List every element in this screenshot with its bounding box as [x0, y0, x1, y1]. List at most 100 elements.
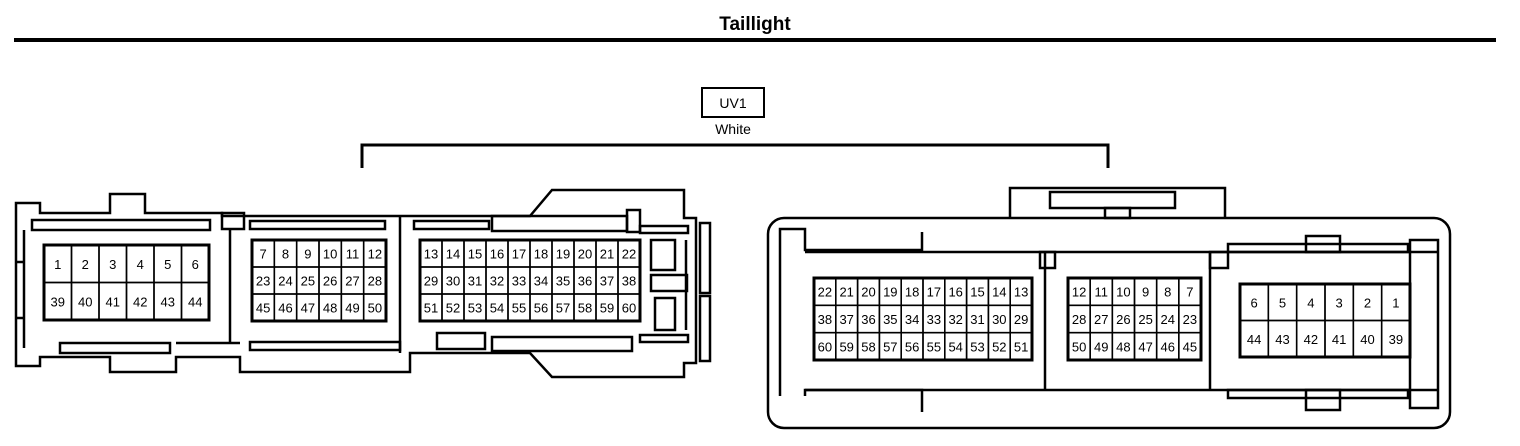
pin-number: 39 [51, 294, 65, 309]
pin-number: 30 [446, 274, 460, 289]
pin-number: 52 [446, 301, 460, 316]
pin-number: 41 [1332, 332, 1346, 347]
pin-number: 49 [1094, 339, 1108, 354]
pin-number: 34 [534, 274, 548, 289]
pin-number: 13 [1014, 285, 1028, 300]
pin-number: 5 [164, 257, 171, 272]
pin-number: 58 [861, 339, 875, 354]
pin-cell [617, 293, 641, 322]
pin-number: 19 [883, 285, 897, 300]
pin-cell [362, 293, 387, 322]
pin-number: 22 [818, 285, 832, 300]
pin-number: 33 [512, 274, 526, 289]
pin-number: 31 [970, 312, 984, 327]
pin-number: 8 [282, 247, 289, 262]
pin-number: 14 [446, 247, 460, 262]
connector-code-box [701, 87, 765, 118]
pin-number: 18 [534, 247, 548, 262]
pin-number: 47 [301, 301, 315, 316]
pin-number: 23 [1183, 312, 1197, 327]
pin-number: 3 [1336, 295, 1343, 310]
pin-number: 56 [534, 301, 548, 316]
pin-number: 54 [948, 339, 962, 354]
pin-number: 60 [622, 301, 636, 316]
pin-number: 24 [1161, 312, 1175, 327]
pin-number: 17 [927, 285, 941, 300]
connector-bracket [360, 143, 1110, 168]
pin-number: 37 [600, 274, 614, 289]
pin-cell [1178, 331, 1202, 361]
pin-number: 36 [578, 274, 592, 289]
pin-number: 9 [1142, 285, 1149, 300]
pin-number: 24 [278, 274, 292, 289]
pin-number: 12 [368, 247, 382, 262]
pin-number: 53 [970, 339, 984, 354]
pin-number: 54 [490, 301, 504, 316]
pin-number: 56 [905, 339, 919, 354]
pin-number: 33 [927, 312, 941, 327]
pin-number: 1 [54, 257, 61, 272]
pin-number: 21 [600, 247, 614, 262]
pin-number: 11 [346, 247, 360, 262]
pin-number: 30 [992, 312, 1006, 327]
pin-number: 23 [256, 274, 270, 289]
pin-number: 42 [1304, 332, 1318, 347]
connector-color: White [715, 121, 751, 137]
pin-number: 12 [1072, 285, 1086, 300]
pin-number: 45 [256, 301, 270, 316]
pin-number: 26 [323, 274, 337, 289]
pin-number: 19 [556, 247, 570, 262]
pin-number: 31 [468, 274, 482, 289]
pin-number: 29 [1014, 312, 1028, 327]
pin-number: 14 [992, 285, 1006, 300]
pin-number: 34 [905, 312, 919, 327]
pin-number: 51 [1014, 339, 1028, 354]
pin-number: 57 [883, 339, 897, 354]
pin-number: 44 [188, 294, 202, 309]
pin-number: 21 [839, 285, 853, 300]
pin-number: 5 [1279, 295, 1286, 310]
pin-number: 13 [424, 247, 438, 262]
pin-number: 16 [948, 285, 962, 300]
pin-number: 37 [839, 312, 853, 327]
pin-number: 27 [345, 274, 359, 289]
pin-number: 50 [1072, 339, 1086, 354]
pin-number: 3 [109, 257, 116, 272]
pin-number: 40 [78, 294, 92, 309]
pin-number: 46 [278, 301, 292, 316]
pin-number: 38 [622, 274, 636, 289]
pin-number: 46 [1161, 339, 1175, 354]
pin-number: 2 [82, 257, 89, 272]
diagram-title: Taillight [719, 14, 791, 35]
pin-number: 51 [424, 301, 438, 316]
pin-number: 60 [818, 339, 832, 354]
pin-number: 59 [839, 339, 853, 354]
pin-number: 52 [992, 339, 1006, 354]
pin-number: 38 [818, 312, 832, 327]
pin-number: 7 [260, 247, 267, 262]
pin-number: 2 [1364, 295, 1371, 310]
pin-number: 43 [1275, 332, 1289, 347]
pin-number: 55 [927, 339, 941, 354]
pin-number: 49 [345, 301, 359, 316]
pin-number: 55 [512, 301, 526, 316]
pin-number: 47 [1138, 339, 1152, 354]
pin-number: 10 [323, 247, 337, 262]
pin-number: 41 [106, 294, 120, 309]
pin-number: 15 [970, 285, 984, 300]
pin-number: 43 [161, 294, 175, 309]
pin-number: 20 [578, 247, 592, 262]
pin-number: 40 [1360, 332, 1374, 347]
pin-number: 18 [905, 285, 919, 300]
pin-number: 4 [1307, 295, 1314, 310]
pin-number: 58 [578, 301, 592, 316]
pin-number: 28 [368, 274, 382, 289]
right-connector-housing [766, 186, 1452, 430]
